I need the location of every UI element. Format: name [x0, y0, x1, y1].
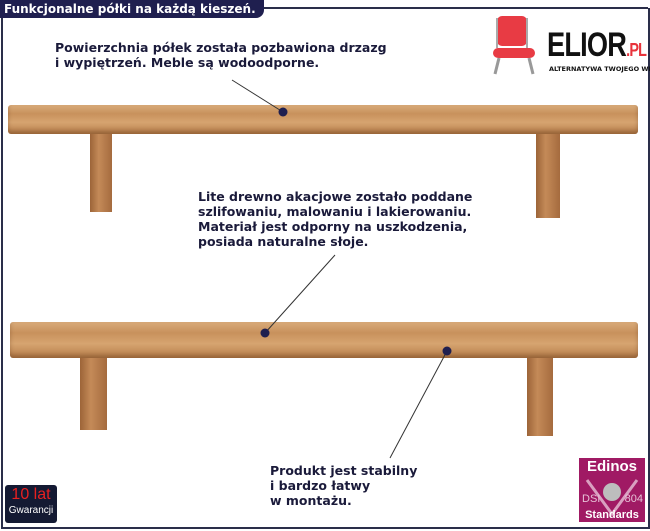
- certificate-right: 804: [624, 493, 643, 505]
- callout-dot: [278, 107, 288, 117]
- logo-brand: ELIOR: [547, 26, 627, 64]
- shelf-1-board: [8, 105, 638, 134]
- shelf-2-board: [10, 322, 638, 358]
- frame-top-line: [240, 7, 648, 9]
- logo-suffix: .PL: [626, 40, 647, 60]
- elior-logo: ELIOR.PL ALTERNATYWA TWOJEGO WNĘTRZA: [485, 10, 650, 80]
- image-frame: [1, 8, 650, 529]
- callout-surface: Powierzchnia półek została pozbawiona dr…: [55, 40, 387, 70]
- certificate-emblem-icon: [585, 479, 639, 516]
- shelf-1-right-bracket: [536, 130, 560, 218]
- logo-tagline: ALTERNATYWA TWOJEGO WNĘTRZA: [549, 65, 650, 73]
- shelf-2-left-bracket: [80, 355, 107, 430]
- warranty-label: Gwarancji: [8, 505, 54, 516]
- certificate-brand: Edinos: [586, 458, 637, 475]
- callout-dot: [442, 346, 452, 356]
- edinos-certificate-badge: Edinos DSI 804 Standards: [579, 458, 645, 522]
- warranty-years: 10 lat: [11, 486, 51, 503]
- callout-dot: [260, 328, 270, 338]
- certificate-label: Standards: [585, 509, 639, 521]
- shelf-1-left-bracket: [90, 130, 112, 212]
- callout-assembly: Produkt jest stabilny i bardzo łatwy w m…: [270, 463, 418, 508]
- chair-icon: [493, 16, 535, 75]
- callout-material: Lite drewno akacjowe zostało poddane szl…: [198, 189, 473, 249]
- warranty-badge: 10 lat Gwarancji: [5, 485, 57, 523]
- certificate-left: DSI: [582, 493, 601, 505]
- page-title: Funkcjonalne półki na każdą kieszeń.: [0, 0, 264, 18]
- shelf-2-right-bracket: [527, 355, 553, 436]
